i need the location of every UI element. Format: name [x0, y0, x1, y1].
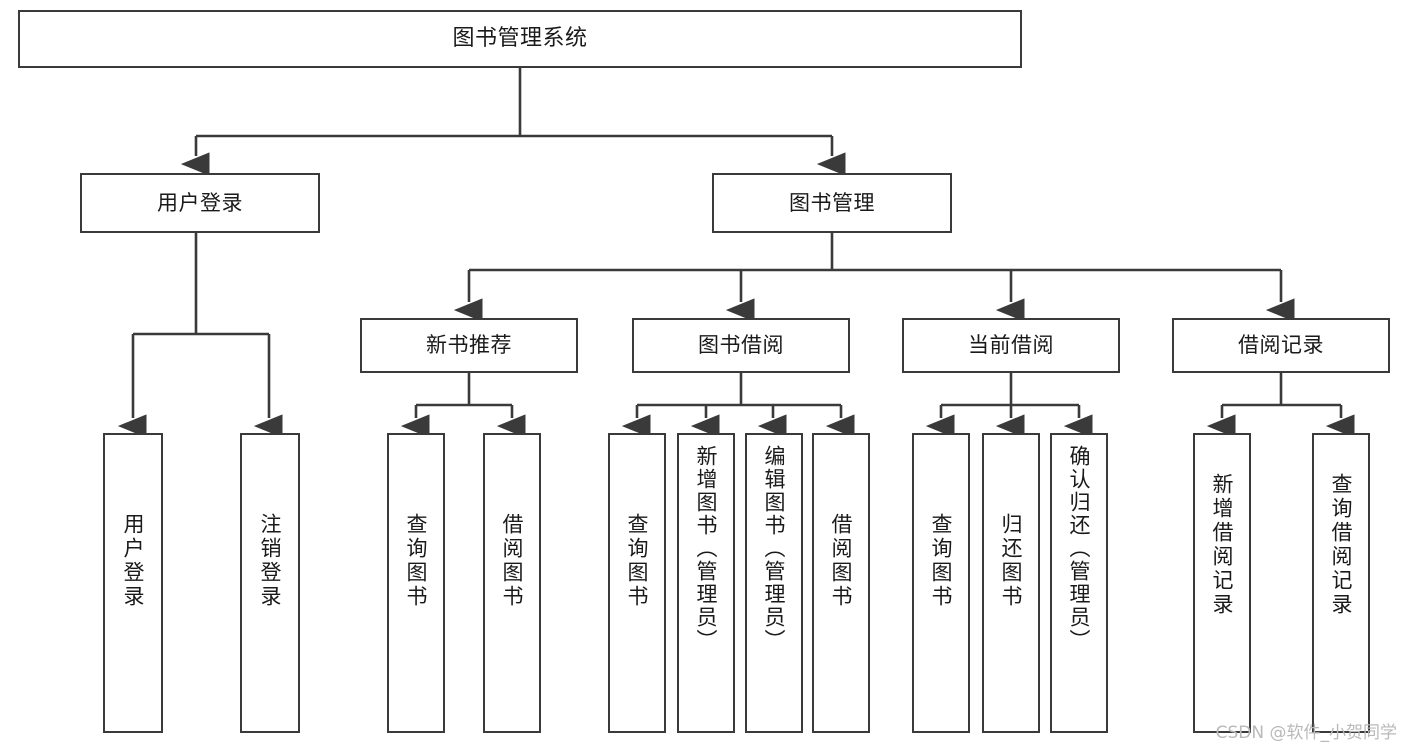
- leaf-query-record[interactable]: 查询借阅记录: [1312, 433, 1370, 733]
- leaf-confirm-return[interactable]: 确认归还（管理员）: [1050, 433, 1108, 733]
- leaf-user-login-label: 用户登录: [121, 513, 146, 609]
- node-borrow-record[interactable]: 借阅记录: [1172, 318, 1390, 373]
- leaf-logout-label: 注销登录: [258, 513, 283, 609]
- leaf-return-book[interactable]: 归还图书: [982, 433, 1040, 733]
- node-current-borrow-label: 当前借阅: [968, 333, 1054, 358]
- leaf-return-book-label: 归还图书: [999, 513, 1024, 609]
- node-user-login[interactable]: 用户登录: [80, 173, 320, 233]
- node-book-manage-label: 图书管理: [789, 190, 875, 215]
- node-current-borrow[interactable]: 当前借阅: [902, 318, 1120, 373]
- leaf-borrow-book-a[interactable]: 借阅图书: [483, 433, 541, 733]
- node-book-borrow-label: 图书借阅: [698, 333, 784, 358]
- leaf-query-book-a-label: 查询图书: [404, 513, 429, 609]
- leaf-query-book-b[interactable]: 查询图书: [608, 433, 666, 733]
- node-book-manage[interactable]: 图书管理: [712, 173, 952, 233]
- leaf-edit-book-label: 编辑图书（管理员）: [762, 445, 787, 652]
- leaf-logout[interactable]: 注销登录: [240, 433, 300, 733]
- leaf-query-record-label: 查询借阅记录: [1329, 473, 1354, 617]
- leaf-query-book-c[interactable]: 查询图书: [912, 433, 970, 733]
- leaf-query-book-c-label: 查询图书: [929, 513, 954, 609]
- leaf-add-book[interactable]: 新增图书（管理员）: [677, 433, 735, 733]
- leaf-query-book-a[interactable]: 查询图书: [387, 433, 445, 733]
- node-user-login-label: 用户登录: [157, 190, 243, 215]
- leaf-user-login[interactable]: 用户登录: [103, 433, 163, 733]
- leaf-borrow-book-a-label: 借阅图书: [500, 513, 525, 609]
- leaf-add-book-label: 新增图书（管理员）: [694, 445, 719, 652]
- node-book-borrow[interactable]: 图书借阅: [632, 318, 850, 373]
- leaf-add-record-label: 新增借阅记录: [1210, 473, 1235, 617]
- node-new-book-recommend[interactable]: 新书推荐: [360, 318, 578, 373]
- leaf-query-book-b-label: 查询图书: [625, 513, 650, 609]
- leaf-confirm-return-label: 确认归还（管理员）: [1067, 445, 1092, 652]
- leaf-borrow-book-b[interactable]: 借阅图书: [812, 433, 870, 733]
- node-new-book-recommend-label: 新书推荐: [426, 333, 512, 358]
- leaf-borrow-book-b-label: 借阅图书: [829, 513, 854, 609]
- leaf-add-record[interactable]: 新增借阅记录: [1193, 433, 1251, 733]
- watermark: CSDN @软件_小贺同学: [1215, 723, 1397, 743]
- leaf-edit-book[interactable]: 编辑图书（管理员）: [745, 433, 803, 733]
- node-root[interactable]: 图书管理系统: [18, 10, 1022, 68]
- node-borrow-record-label: 借阅记录: [1238, 333, 1324, 358]
- node-root-label: 图书管理系统: [452, 26, 588, 52]
